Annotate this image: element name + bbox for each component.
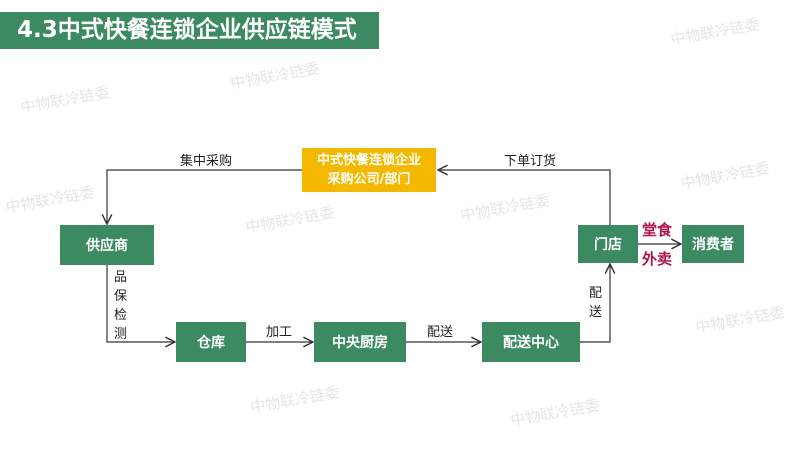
char: 配: [589, 286, 603, 301]
label-delivery-vertical: 配送: [589, 284, 603, 322]
label-processing: 加工: [266, 325, 293, 340]
store-node: 门店: [578, 225, 638, 263]
central-kitchen-node: 中央厨房: [314, 322, 406, 362]
char: 品: [114, 270, 128, 285]
supplier-node: 供应商: [60, 225, 154, 265]
char: 送: [589, 305, 603, 320]
page-title: 4.3中式快餐连锁企业供应链模式: [0, 12, 379, 49]
label-centralized-purchasing: 集中采购: [180, 154, 233, 169]
label-takeout: 外卖: [642, 250, 673, 268]
label-quality-check: 品保检测: [114, 268, 128, 344]
arrow-distribution-to-store: [580, 264, 610, 343]
label-delivery: 配送: [427, 325, 454, 340]
char: 保: [114, 289, 128, 304]
node-label: 采购公司/部门: [327, 172, 411, 187]
distribution-center-node: 配送中心: [482, 322, 580, 362]
arrow-store-to-purchasing: [438, 170, 611, 225]
label-place-order: 下单订货: [504, 154, 557, 169]
node-label: 中式快餐连锁企业: [316, 153, 421, 168]
label-dine-in: 堂食: [642, 221, 673, 239]
purchasing-department-node: 中式快餐连锁企业 采购公司/部门: [302, 148, 436, 192]
arrow-supplier-to-warehouse: [106, 265, 175, 342]
char: 检: [114, 308, 128, 323]
consumer-node: 消费者: [682, 225, 744, 263]
warehouse-node: 仓库: [176, 322, 246, 362]
char: 测: [114, 327, 128, 342]
arrow-purchasing-to-supplier: [107, 169, 302, 224]
